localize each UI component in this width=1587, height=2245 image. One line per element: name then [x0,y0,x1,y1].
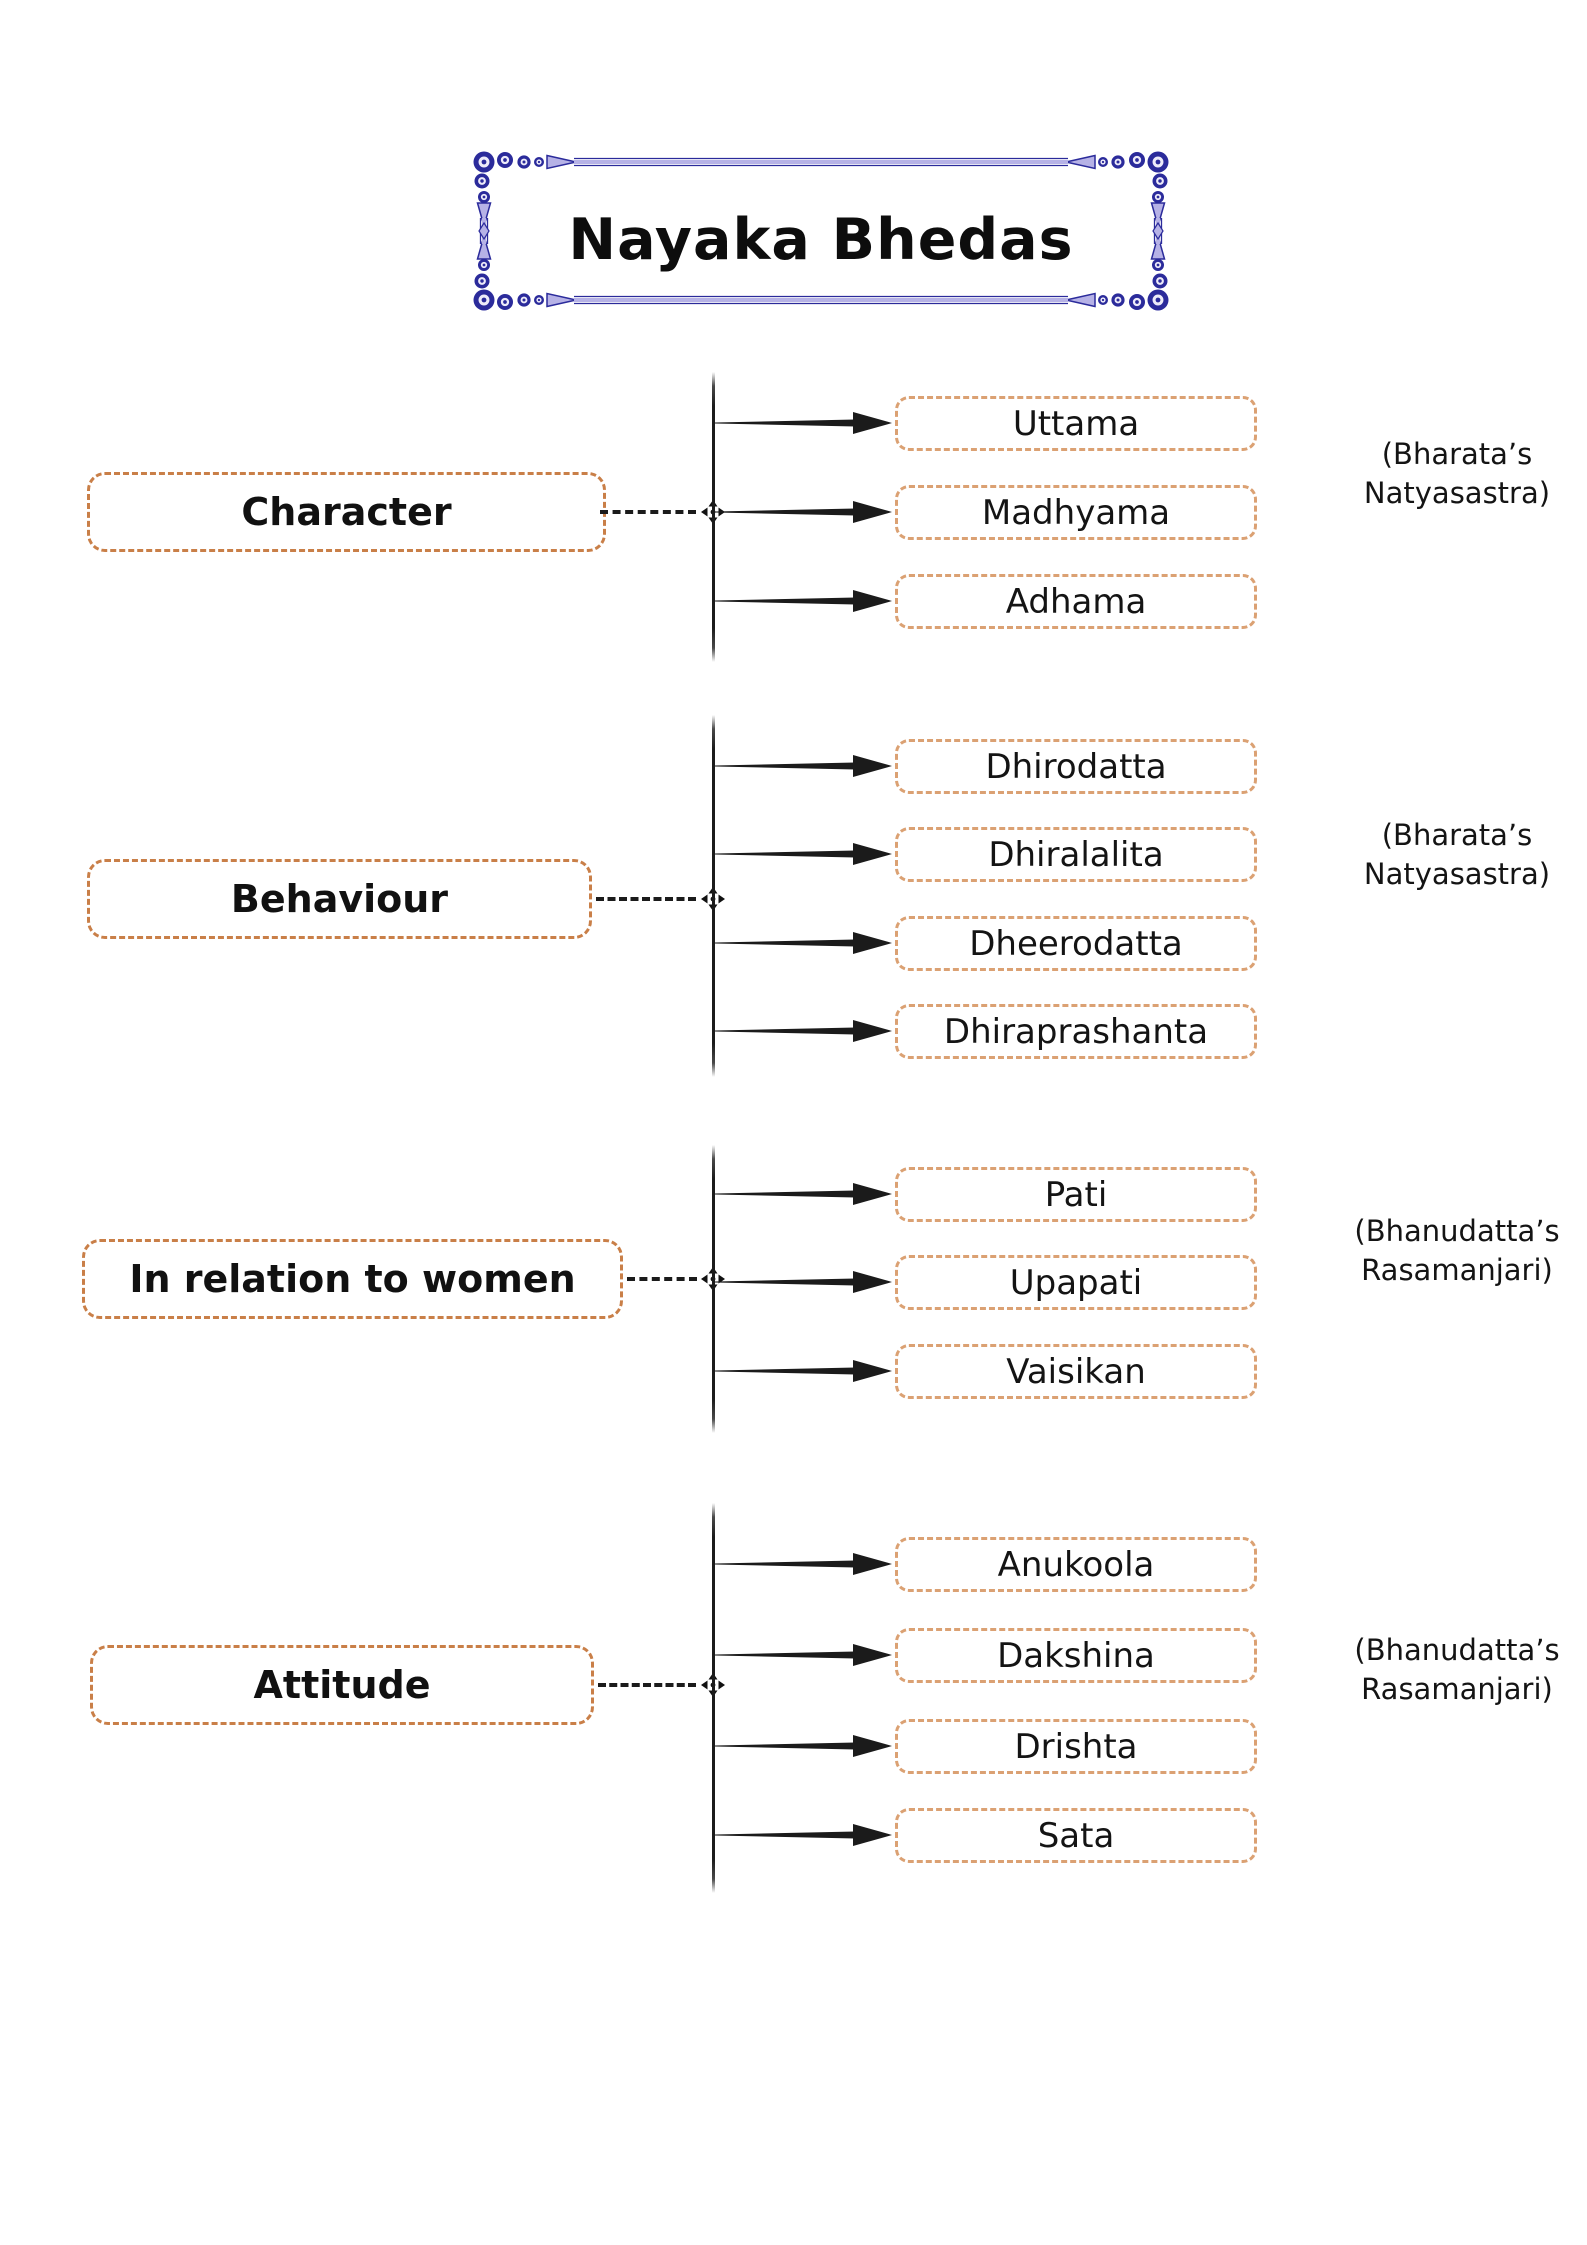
item-label: Anukoola [997,1544,1155,1585]
branch-line [712,1145,715,1433]
item-row: Pati [714,1167,1259,1222]
source-annotation: (Bharata’s Natyasastra) [1363,437,1551,510]
connector-dashes [627,1277,697,1281]
item-box[interactable]: Upapati [895,1255,1257,1310]
item-label: Sata [1037,1815,1115,1856]
item-row: Dakshina [714,1628,1259,1683]
category-box-behaviour[interactable]: Behaviour [87,859,592,939]
ornamental-border-icon [462,140,1180,322]
item-row: Vaisikan [714,1344,1259,1399]
item-label: Dakshina [997,1635,1155,1676]
item-label: Dhiralalita [988,834,1164,875]
category-label: Behaviour [230,877,449,921]
item-label: Dhiraprashanta [943,1011,1209,1052]
item-label: Upapati [1009,1262,1143,1303]
arrow-icon [715,1644,892,1666]
item-row: Adhama [714,574,1259,629]
item-row: Dhiraprashanta [714,1004,1259,1059]
item-box[interactable]: Drishta [895,1719,1257,1774]
category-label: Character [241,490,452,534]
item-row: Drishta [714,1719,1259,1774]
item-row: Madhyama [714,485,1259,540]
branch-line [712,1503,715,1893]
arrow-icon [715,590,892,612]
title-frame: Nayaka Bhedas [462,140,1180,322]
arrow-icon [715,1824,892,1846]
item-box[interactable]: Dheerodatta [895,916,1257,971]
item-box[interactable]: Anukoola [895,1537,1257,1592]
connector-dashes [600,510,696,514]
page-title: Nayaka Bhedas [568,207,1074,273]
item-box[interactable]: Dhiraprashanta [895,1004,1257,1059]
arrow-icon [715,1183,892,1205]
category-box-character[interactable]: Character [87,472,606,552]
source-annotation: (Bhanudatta’s Rasamanjari) [1354,1633,1560,1706]
item-label: Uttama [1012,403,1140,444]
item-box[interactable]: Uttama [895,396,1257,451]
item-row: Sata [714,1808,1259,1863]
item-box[interactable]: Madhyama [895,485,1257,540]
arrow-icon [715,1020,892,1042]
branch-line [712,715,715,1077]
category-label: In relation to women [129,1257,576,1301]
category-box-in-relation-to-women[interactable]: In relation to women [82,1239,623,1319]
item-row: Upapati [714,1255,1259,1310]
arrow-icon [715,1735,892,1757]
item-box[interactable]: Pati [895,1167,1257,1222]
arrow-icon [715,501,892,523]
item-label: Pati [1044,1174,1108,1215]
item-row: Dhiralalita [714,827,1259,882]
item-row: Dheerodatta [714,916,1259,971]
item-box[interactable]: Dhirodatta [895,739,1257,794]
item-label: Vaisikan [1006,1351,1146,1392]
item-box[interactable]: Dakshina [895,1628,1257,1683]
arrow-icon [715,932,892,954]
source-annotation: (Bharata’s Natyasastra) [1363,818,1551,891]
arrow-icon [715,843,892,865]
item-label: Dhirodatta [985,746,1167,787]
item-box[interactable]: Vaisikan [895,1344,1257,1399]
connector-dashes [596,897,696,901]
arrow-icon [715,1360,892,1382]
item-box[interactable]: Sata [895,1808,1257,1863]
item-box[interactable]: Dhiralalita [895,827,1257,882]
connector-dashes [598,1683,696,1687]
item-row: Anukoola [714,1537,1259,1592]
item-box[interactable]: Adhama [895,574,1257,629]
item-row: Dhirodatta [714,739,1259,794]
arrow-icon [715,755,892,777]
category-label: Attitude [253,1663,431,1707]
category-box-attitude[interactable]: Attitude [90,1645,594,1725]
source-annotation: (Bhanudatta’s Rasamanjari) [1354,1214,1560,1287]
item-label: Dheerodatta [969,923,1183,964]
item-label: Madhyama [981,492,1171,533]
item-label: Drishta [1014,1726,1138,1767]
arrow-icon [715,1553,892,1575]
arrow-icon [715,412,892,434]
arrow-icon [715,1271,892,1293]
item-row: Uttama [714,396,1259,451]
branch-line [712,372,715,662]
item-label: Adhama [1005,581,1147,622]
